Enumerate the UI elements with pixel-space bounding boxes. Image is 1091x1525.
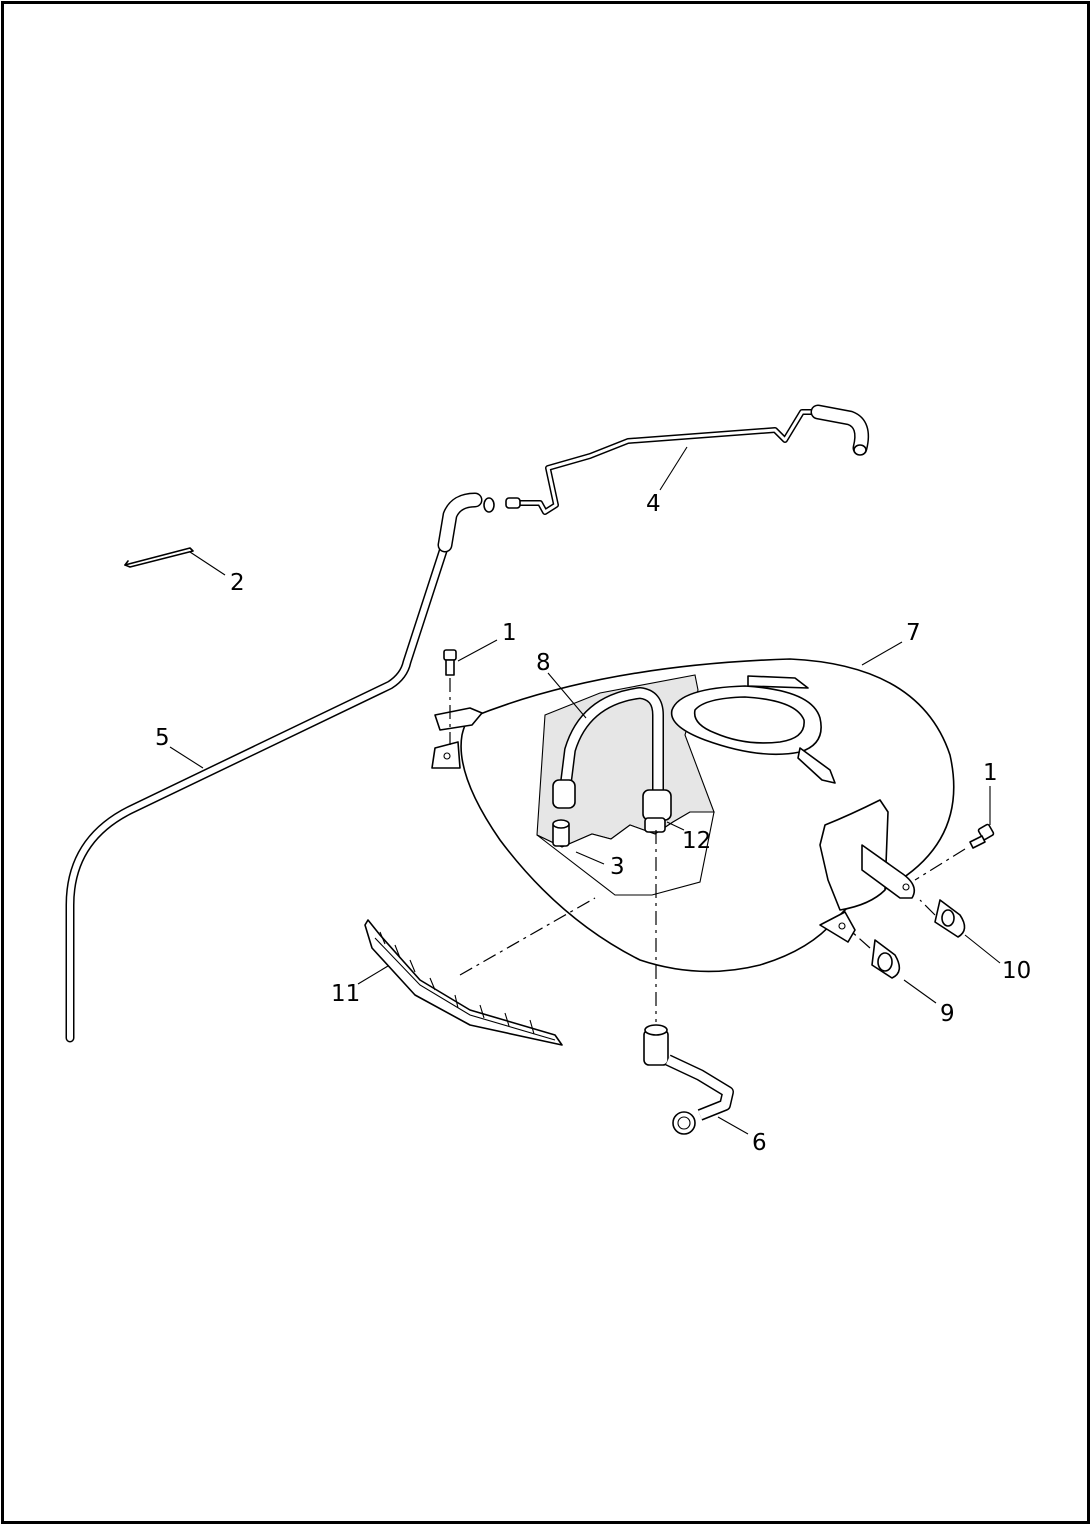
callout-1-left: 1 — [502, 620, 517, 646]
part-10-grommet — [919, 899, 966, 938]
part-9-grommet — [851, 931, 901, 979]
fuel-pump-flange — [670, 675, 836, 784]
part-3-fitting — [552, 819, 570, 847]
leader-lines — [169, 446, 1001, 1135]
callout-8: 8 — [536, 650, 551, 676]
callout-10: 10 — [1002, 958, 1031, 984]
part-11-emblem — [364, 897, 596, 1046]
callout-6: 6 — [752, 1130, 767, 1156]
part-6-fuel-line — [643, 830, 734, 1135]
callout-7: 7 — [906, 620, 921, 646]
callout-9: 9 — [940, 1001, 955, 1027]
part-8-internal-fuel-line — [536, 674, 715, 896]
callouts: 1 1 2 3 4 5 6 7 8 9 10 11 12 — [155, 491, 1031, 1156]
callout-5: 5 — [155, 725, 170, 751]
callout-11: 11 — [331, 981, 360, 1007]
callout-4: 4 — [646, 491, 661, 517]
part-5-vent-hose — [65, 492, 495, 1043]
part-1-bolt-left — [443, 649, 457, 745]
part-1-bolt-right — [914, 823, 995, 881]
part-2-clip — [124, 547, 194, 568]
callout-3: 3 — [610, 854, 625, 880]
callout-1-right: 1 — [983, 760, 998, 786]
callout-12: 12 — [682, 828, 711, 854]
part-4-vent-tube — [505, 404, 870, 515]
callout-2: 2 — [230, 570, 245, 596]
